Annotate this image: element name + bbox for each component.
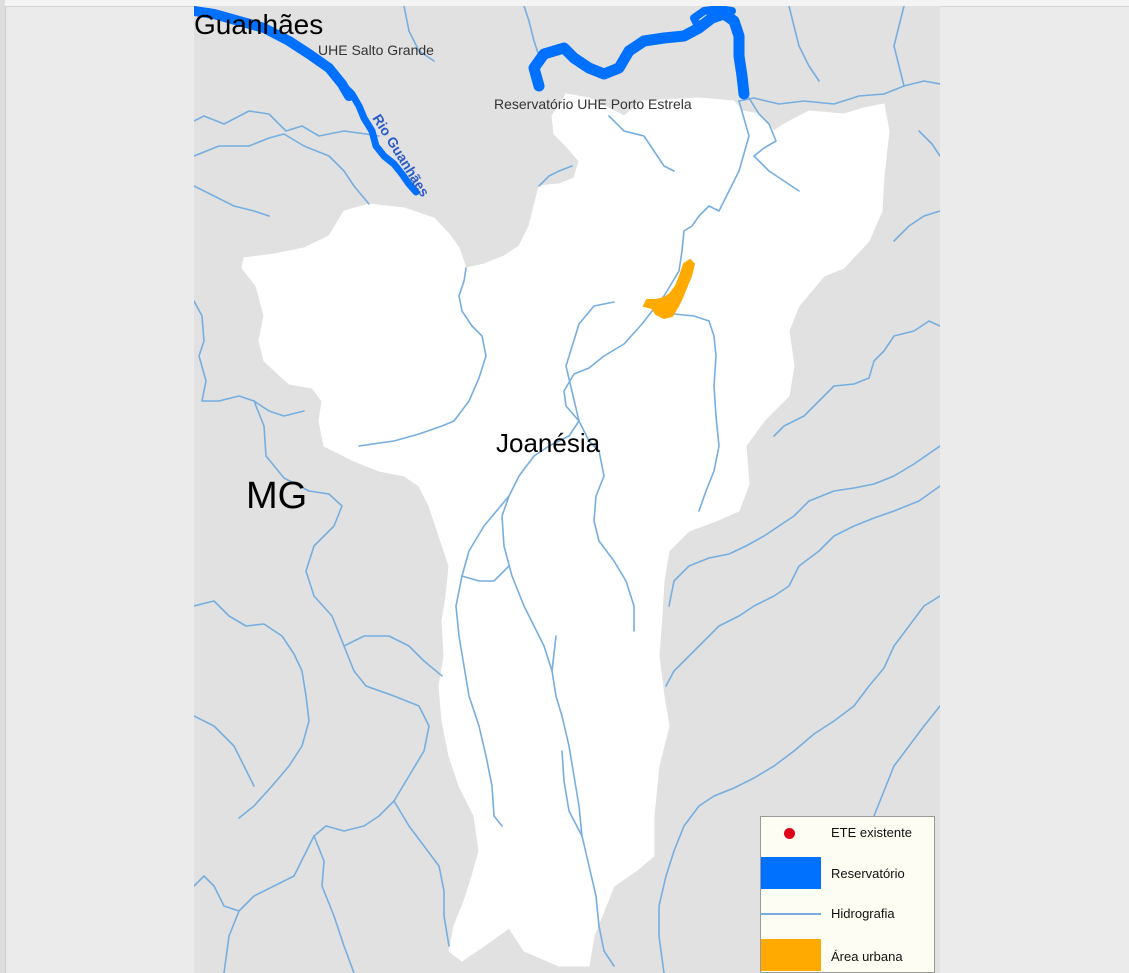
legend-label: Reservatório <box>831 866 905 881</box>
rio-guanhaes-channel <box>338 80 420 196</box>
map-canvas[interactable]: Guanhães UHE Salto Grande Reservatório U… <box>194 6 940 973</box>
state-label: MG <box>246 475 307 517</box>
reservoir-swatch-icon <box>761 857 821 889</box>
city-label: Guanhães <box>194 9 323 40</box>
porto-estrela-reservoir <box>528 8 750 100</box>
dam-label: UHE Salto Grande <box>318 42 434 58</box>
legend-item-ete: ETE existente <box>761 819 934 851</box>
urban-area-shape <box>642 258 696 320</box>
reservoir-features <box>194 6 750 196</box>
legend-label: Hidrografia <box>831 906 895 921</box>
window-left-edge <box>0 0 6 973</box>
hydrography-network <box>194 6 940 973</box>
hydrography-line-icon <box>761 913 821 915</box>
municipality-label: Joanésia <box>496 428 601 458</box>
municipality-area <box>241 93 890 967</box>
legend-item-hidrografia: Hidrografia <box>761 899 934 931</box>
reservoir-label: Reservatório UHE Porto Estrela <box>494 96 692 112</box>
legend-item-area-urbana: Área urbana <box>761 937 934 971</box>
guanhaes-reservoir <box>194 6 354 101</box>
red-dot-icon <box>784 828 795 839</box>
legend-label: ETE existente <box>831 825 912 840</box>
legend-item-reservatorio: Reservatório <box>761 857 934 889</box>
urban-area-swatch-icon <box>761 939 821 971</box>
legend-label: Área urbana <box>831 949 903 964</box>
map-legend: ETE existente Reservatório Hidrografia Á… <box>760 816 935 973</box>
